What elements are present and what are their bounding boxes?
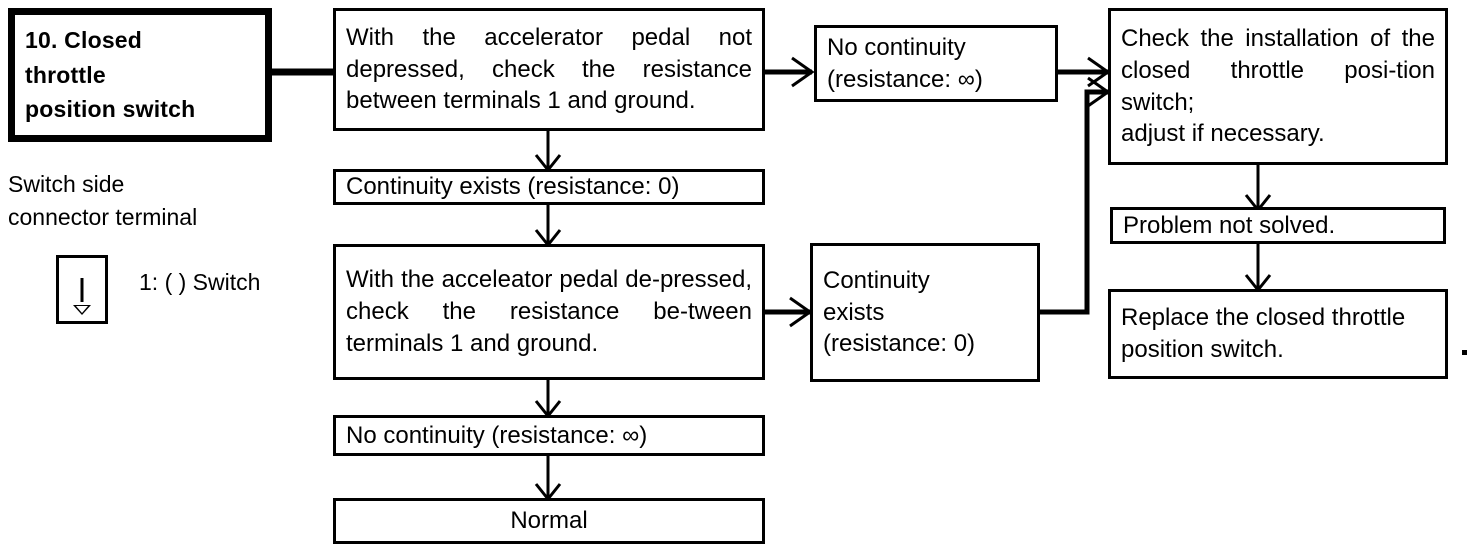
section-title-box: 10. Closed throttle position switch: [8, 8, 272, 142]
terminal-pin-icon: [80, 278, 84, 302]
node-problem-not-solved-text: Problem not solved.: [1123, 211, 1336, 239]
node-continuity-exists-0-text: Continuity exists (resistance: 0): [346, 173, 680, 201]
section-title-text: 10. Closed throttle position switch: [25, 27, 196, 122]
node-check-not-depressed-text: With the accelerator pedal not depressed…: [346, 23, 752, 115]
scan-speck: [1462, 350, 1467, 355]
legend-caption: Switch side connector terminal: [8, 171, 198, 231]
node-continuity-exists-right: Continuity exists (resistance: 0): [810, 243, 1040, 382]
node-check-installation-text: Check the installation of the closed thr…: [1121, 25, 1435, 148]
node-no-continuity-bottom-text: No continuity (resistance: ∞): [346, 421, 648, 449]
connector-terminal-symbol: [56, 255, 108, 324]
node-check-depressed: With the acceleator pedal de-pressed, ch…: [333, 244, 765, 380]
legend-terminal-note: 1: ( ) Switch: [139, 269, 261, 295]
node-normal: Normal: [333, 498, 765, 544]
node-replace-switch: Replace the closed throttle position swi…: [1108, 289, 1448, 379]
node-check-depressed-text: With the acceleator pedal de-pressed, ch…: [346, 266, 752, 357]
node-normal-text: Normal: [510, 507, 588, 535]
node-replace-switch-text: Replace the closed throttle position swi…: [1121, 304, 1406, 363]
node-problem-not-solved: Problem not solved.: [1110, 207, 1446, 244]
node-check-not-depressed: With the accelerator pedal not depressed…: [333, 8, 765, 131]
node-no-continuity-top-text: No continuity (resistance: ∞): [827, 33, 983, 93]
node-continuity-exists-right-text: Continuity exists (resistance: 0): [823, 266, 976, 358]
node-check-installation: Check the installation of the closed thr…: [1108, 8, 1448, 165]
node-no-continuity-top: No continuity (resistance: ∞): [814, 25, 1058, 102]
node-no-continuity-bottom: No continuity (resistance: ∞): [333, 415, 765, 456]
node-continuity-exists-0: Continuity exists (resistance: 0): [333, 169, 765, 205]
terminal-arrow-icon: [73, 305, 91, 315]
